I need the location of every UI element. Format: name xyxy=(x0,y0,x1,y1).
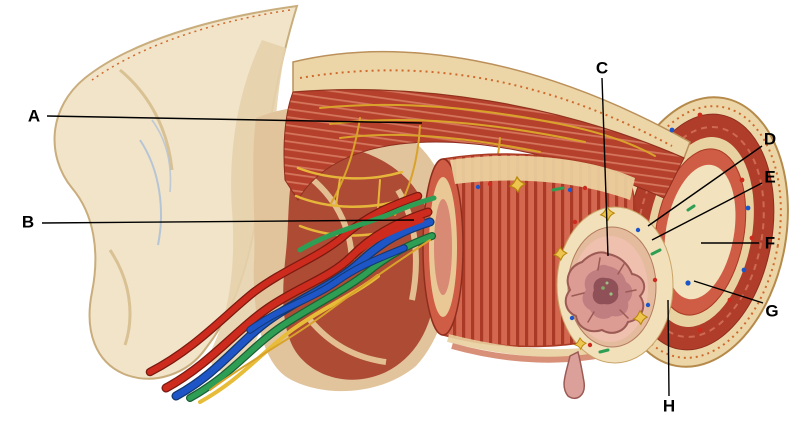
label-G: G xyxy=(765,301,779,321)
label-A: A xyxy=(27,106,41,126)
vessel-bundle xyxy=(145,191,437,404)
longitudinal-muscle-band xyxy=(283,89,685,201)
label-H: H xyxy=(662,396,676,416)
submucosa-mucosa-lumen xyxy=(556,206,674,400)
label-D: D xyxy=(763,129,777,149)
vessel-dots xyxy=(475,112,755,354)
circular-muscle-cylinder xyxy=(422,153,640,363)
leader-lines xyxy=(41,77,764,397)
label-E: E xyxy=(764,167,776,187)
label-B: B xyxy=(21,212,35,232)
label-F: F xyxy=(764,233,776,253)
label-C: C xyxy=(595,58,609,78)
